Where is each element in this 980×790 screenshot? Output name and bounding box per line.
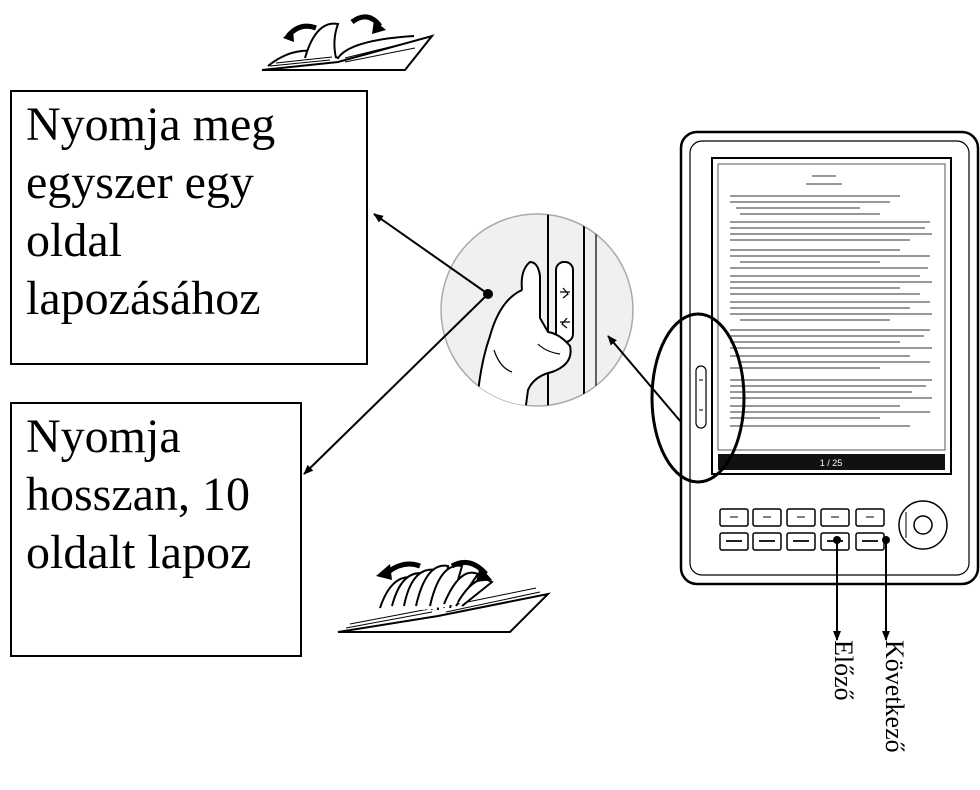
ebook-reader-device: 1 / 25: [679, 130, 980, 586]
device-keypad: [719, 500, 948, 551]
single-page-flip-book-icon: [261, 14, 435, 71]
connector-arrows: [303, 213, 890, 641]
single-press-callout: Nyomja meg egyszer egy oldal lapozásához: [10, 90, 368, 365]
previous-button-label: Előző: [829, 640, 858, 701]
multi-page-flip-book-icon: [337, 559, 552, 633]
long-press-callout: Nyomja hosszan, 10 oldalt lapoz: [10, 402, 302, 657]
side-buttons-highlight: [650, 312, 746, 484]
next-button-label: Következő: [880, 640, 909, 753]
screen-status-page: 1 / 25: [820, 458, 843, 468]
screen-text-lines: [730, 175, 932, 427]
magnified-button-view: [440, 213, 634, 407]
